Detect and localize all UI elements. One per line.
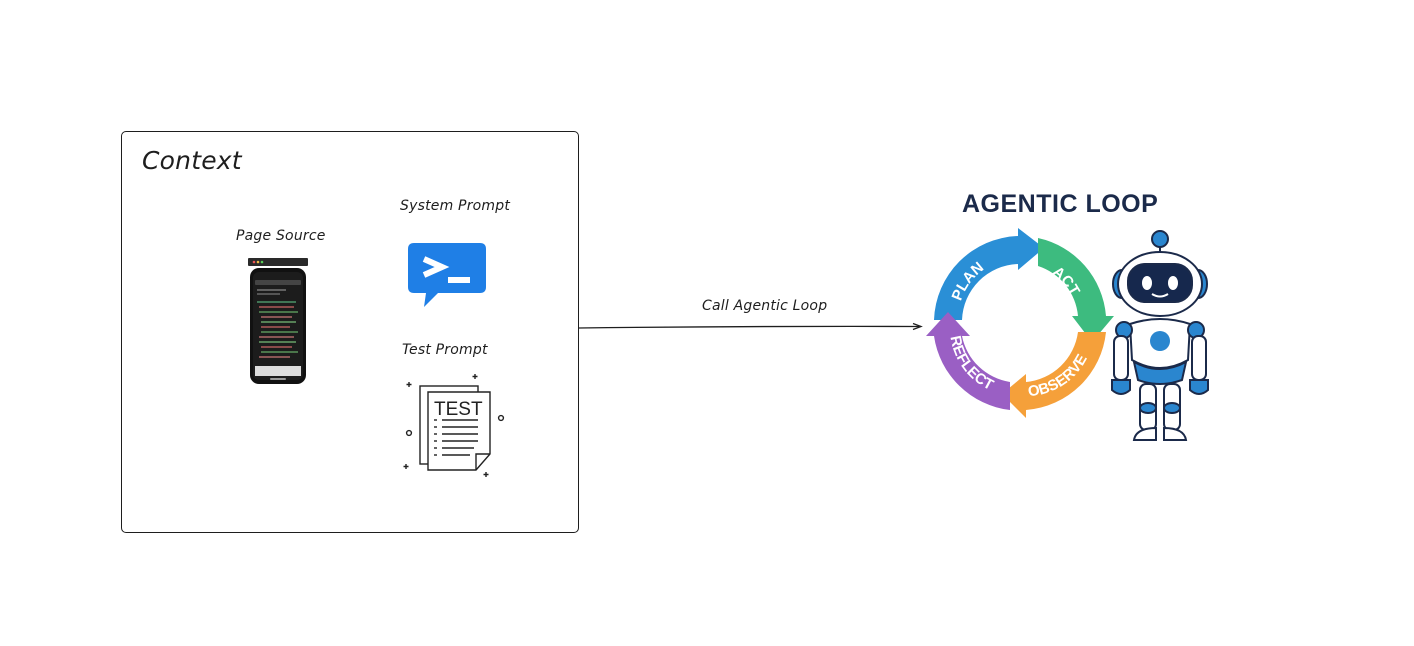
observe-arc	[1002, 332, 1106, 418]
system-prompt-label: System Prompt	[400, 198, 511, 214]
connector-label: Call Agentic Loop	[702, 298, 828, 314]
terminal-chat-icon	[408, 241, 488, 315]
phone-screenshot-icon	[246, 258, 310, 390]
connector-arrow	[578, 318, 925, 337]
test-doc-text: TEST	[434, 399, 483, 420]
act-arc	[1038, 238, 1114, 342]
reflect-arc	[926, 312, 1010, 410]
context-title: Context	[142, 146, 242, 175]
page-source-label: Page Source	[236, 228, 326, 244]
test-prompt-label: Test Prompt	[402, 342, 488, 358]
context-container	[121, 131, 579, 533]
agentic-loop-title: AGENTIC LOOP	[962, 190, 1159, 218]
test-document-icon: TEST	[400, 370, 510, 486]
plan-arc	[934, 228, 1044, 320]
agentic-loop-cycle: PLAN ACT OBSERVE REFLECT	[926, 228, 1116, 422]
robot-icon	[1108, 228, 1212, 448]
